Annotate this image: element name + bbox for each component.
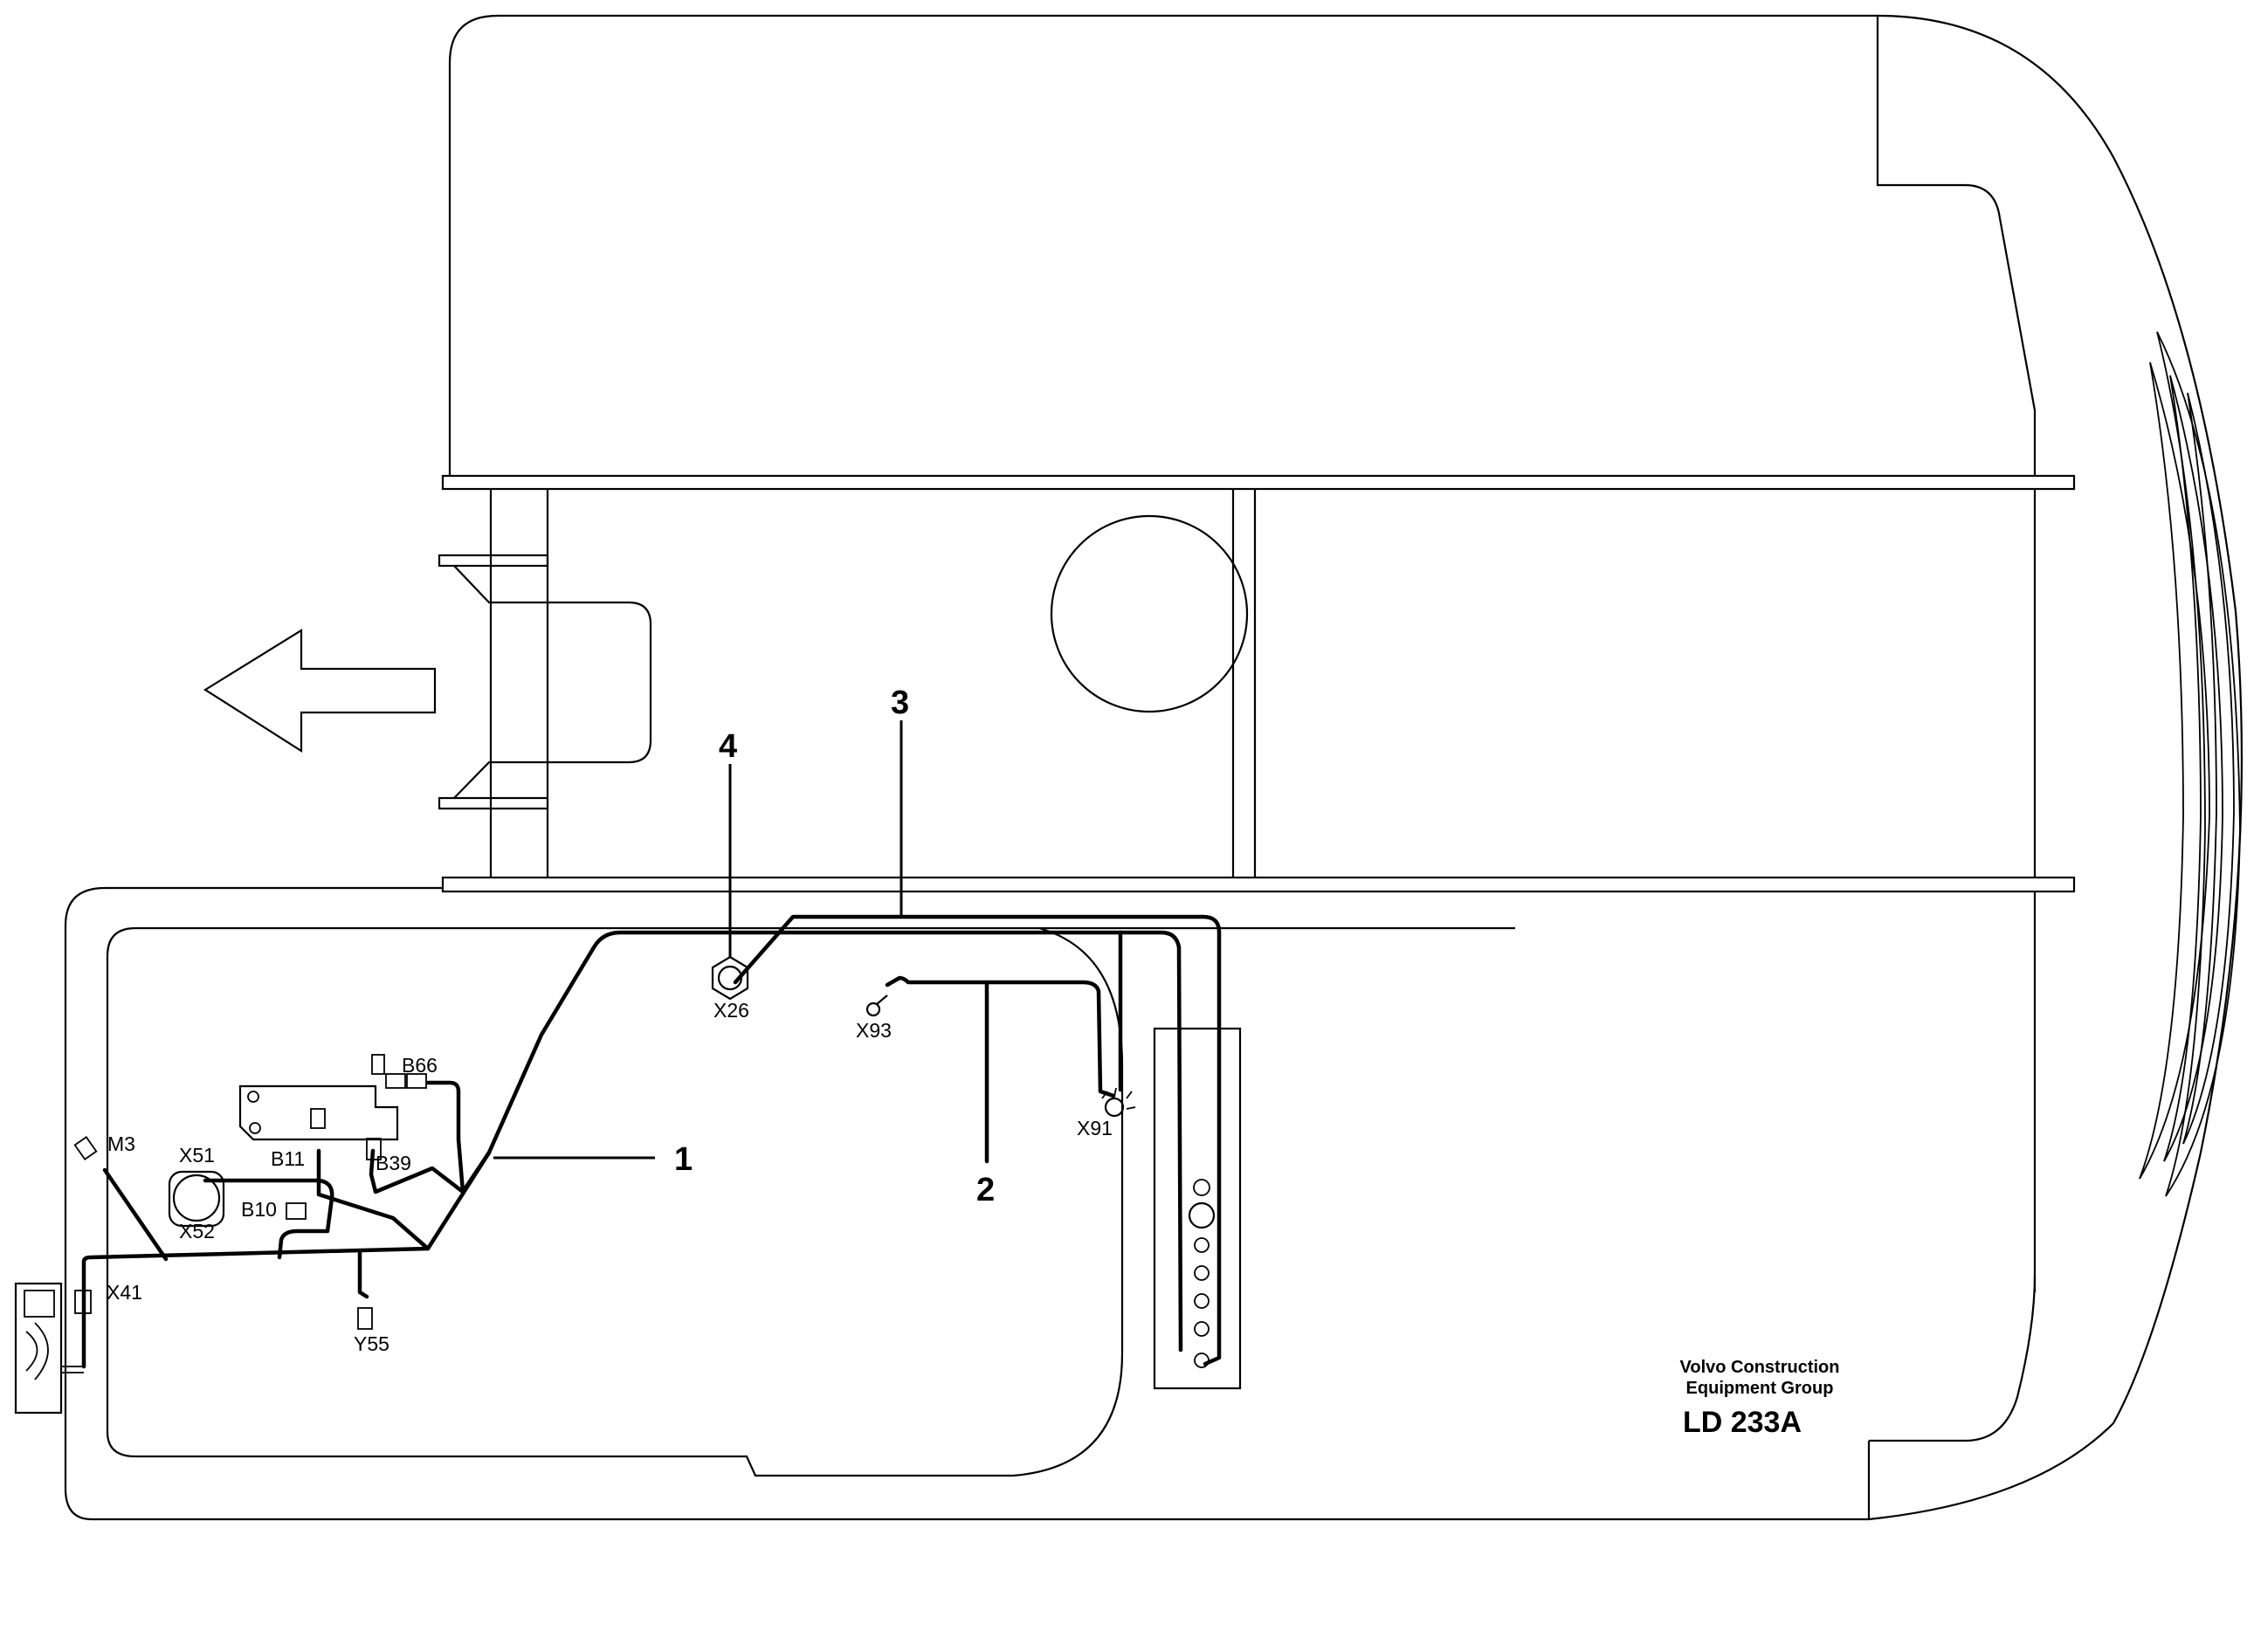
label-b39: B39 bbox=[376, 1152, 411, 1174]
harness-3 bbox=[733, 914, 1222, 1366]
label-x41: X41 bbox=[107, 1281, 142, 1304]
connector-x26 bbox=[711, 955, 749, 1001]
label-x93: X93 bbox=[856, 1019, 892, 1042]
label-b10: B10 bbox=[241, 1198, 277, 1221]
component-labels: M3 X51 X52 B10 B11 B39 B66 X41 Y55 X26 X… bbox=[107, 999, 1113, 1355]
label-b66: B66 bbox=[402, 1054, 438, 1077]
sensor-plugs bbox=[73, 1054, 427, 1330]
callout-2: 2 bbox=[976, 1172, 995, 1208]
callout-3: 3 bbox=[891, 685, 909, 721]
valve-block bbox=[238, 1084, 399, 1141]
label-m3: M3 bbox=[107, 1132, 135, 1155]
front-bracket bbox=[438, 489, 1249, 878]
label-b11: B11 bbox=[271, 1147, 305, 1170]
engine-body bbox=[448, 14, 2244, 1424]
label-x51: X51 bbox=[179, 1144, 215, 1167]
label-x52: X52 bbox=[179, 1220, 215, 1242]
callouts: 1 2 3 4 bbox=[493, 685, 995, 1208]
counterweight-grille bbox=[2139, 331, 2241, 1197]
callout-4: 4 bbox=[719, 728, 737, 765]
frame-beams bbox=[441, 474, 2076, 1292]
title-block: Volvo Construction Equipment Group LD 23… bbox=[1680, 1358, 1840, 1439]
label-x91: X91 bbox=[1077, 1117, 1113, 1139]
label-y55: Y55 bbox=[354, 1332, 389, 1355]
connector-x93 bbox=[865, 995, 888, 1017]
radiator-fan bbox=[14, 1282, 84, 1415]
harness-main bbox=[81, 930, 1183, 1369]
harness-2 bbox=[885, 975, 1116, 1164]
company-name-line2: Equipment Group bbox=[1686, 1379, 1834, 1398]
connector-x51-x52 bbox=[168, 1170, 225, 1228]
company-name-line1: Volvo Construction bbox=[1680, 1358, 1840, 1377]
callout-1: 1 bbox=[674, 1141, 693, 1178]
platform bbox=[64, 886, 2114, 1521]
connector-x91 bbox=[1101, 1087, 1136, 1118]
label-x26: X26 bbox=[713, 999, 749, 1022]
direction-arrow-icon bbox=[203, 629, 437, 754]
drawing-code: LD 233A bbox=[1683, 1406, 1802, 1439]
